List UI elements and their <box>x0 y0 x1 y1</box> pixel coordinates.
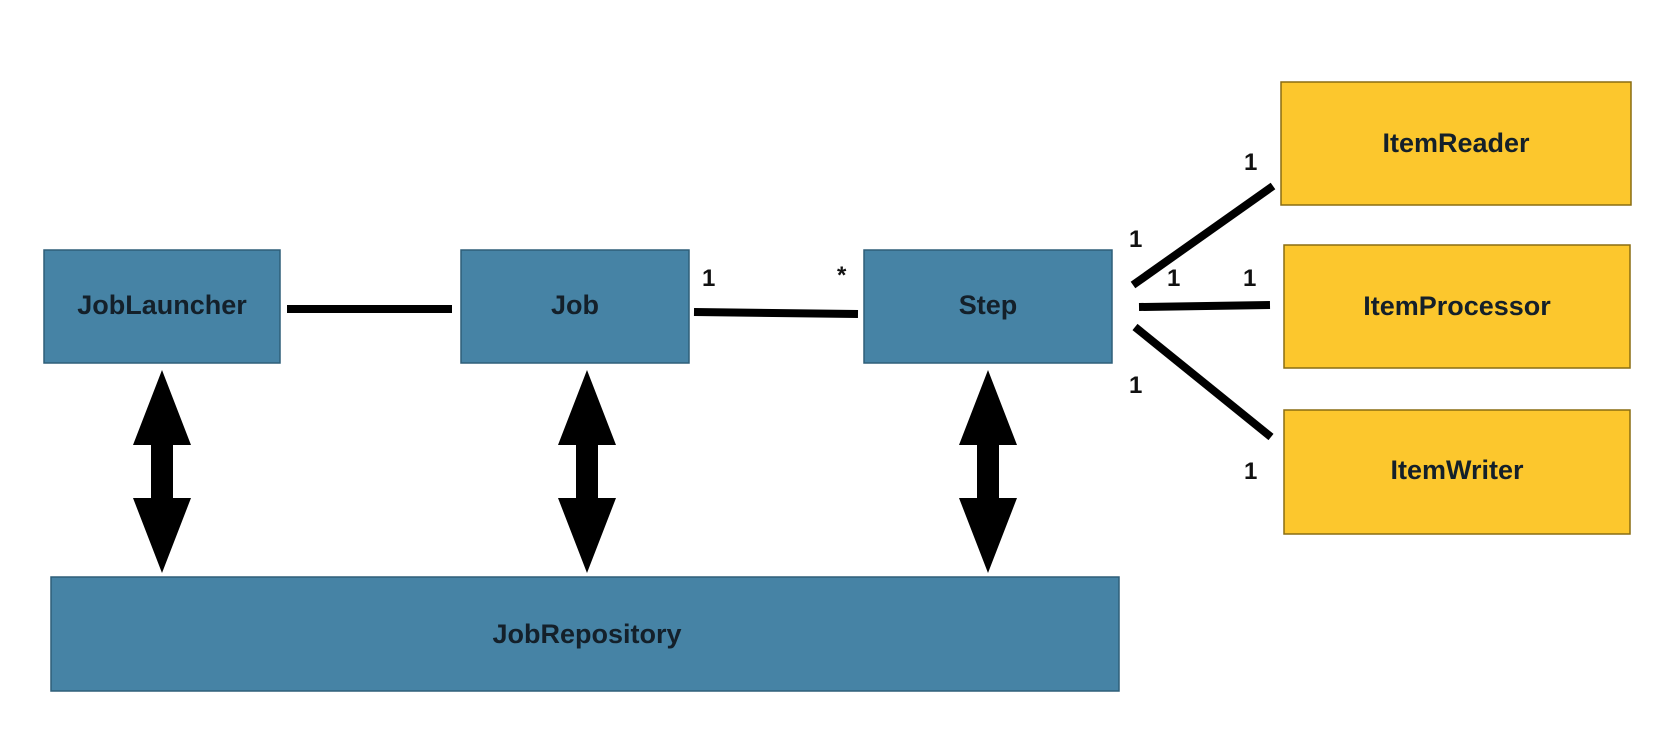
job-repository-label: JobRepository <box>492 619 681 649</box>
job-step-connector <box>693 308 859 318</box>
job-launcher-node: JobLauncher <box>43 249 281 364</box>
multiplicity-step: * <box>837 262 847 289</box>
item-processor-label: ItemProcessor <box>1363 291 1551 321</box>
multiplicity-writer: 1 <box>1244 458 1257 485</box>
job-node: Job <box>460 249 690 364</box>
job-repository-box <box>50 576 1120 692</box>
step-processor-connector <box>1138 301 1271 311</box>
multiplicity-step-processor: 1 <box>1167 265 1180 292</box>
job-launcher-label: JobLauncher <box>77 290 247 320</box>
job-label: Job <box>551 290 599 320</box>
step-label: Step <box>959 290 1018 320</box>
step-box <box>863 249 1113 364</box>
multiplicity-job: 1 <box>702 265 715 292</box>
job-repository-node: JobRepository <box>50 576 1120 692</box>
item-processor-node: ItemProcessor <box>1283 244 1631 369</box>
item-reader-node: ItemReader <box>1280 81 1632 206</box>
multiplicity-processor: 1 <box>1243 265 1256 292</box>
item-writer-node: ItemWriter <box>1283 409 1631 535</box>
item-processor-box <box>1283 244 1631 369</box>
multiplicity-step-reader: 1 <box>1129 226 1142 253</box>
job-launcher-box <box>43 249 281 364</box>
item-writer-box <box>1283 409 1631 535</box>
job-box <box>460 249 690 364</box>
item-writer-label: ItemWriter <box>1390 455 1524 485</box>
step-reader-connector <box>1130 182 1276 289</box>
step-writer-connector <box>1132 323 1274 441</box>
multiplicity-step-writer: 1 <box>1129 372 1142 399</box>
item-reader-label: ItemReader <box>1382 128 1530 158</box>
job-repository-arrow <box>558 370 616 573</box>
item-reader-box <box>1280 81 1632 206</box>
launcher-repository-arrow <box>133 370 191 573</box>
step-node: Step <box>863 249 1113 364</box>
multiplicity-reader: 1 <box>1244 149 1257 176</box>
step-repository-arrow <box>959 370 1017 573</box>
